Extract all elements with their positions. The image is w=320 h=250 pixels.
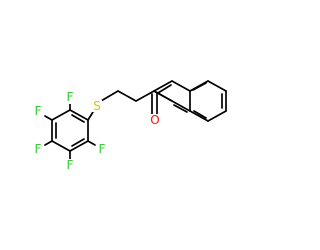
atom-label-oxygen: O [150, 113, 159, 127]
naphthalene-ring [153, 80, 227, 122]
bond [44, 140, 53, 146]
bond [171, 100, 191, 112]
bond [135, 90, 155, 102]
atom-labels: F F F F F S O [33, 90, 161, 172]
atom-label-fluorine: F [67, 90, 74, 104]
bond [192, 82, 207, 91]
bond [171, 80, 191, 92]
bond [87, 140, 96, 146]
bond [69, 140, 89, 152]
atom-label-fluorine: F [35, 104, 42, 118]
bond [69, 109, 89, 121]
fluorine-bonds [44, 100, 96, 161]
bond [207, 110, 227, 122]
atom-s: S [92, 99, 102, 113]
bond [71, 114, 85, 123]
bond [87, 111, 94, 121]
bond [51, 140, 71, 152]
bond [173, 104, 188, 113]
bond [71, 138, 85, 147]
atom-label-fluorine: F [35, 142, 42, 156]
atom-f-lower-left: F [33, 142, 43, 156]
atom-label-sulfur: S [93, 99, 101, 113]
atom-label-fluorine: F [99, 142, 106, 156]
bond [189, 110, 209, 122]
bond [153, 90, 173, 102]
atom-o: O [149, 113, 161, 127]
thioether-chain [87, 90, 155, 121]
bond [207, 80, 227, 92]
bond [117, 90, 137, 102]
bond [51, 109, 71, 121]
carbonyl-group [151, 93, 158, 115]
atom-f-lower-right: F [97, 142, 107, 156]
atom-label-fluorine: F [67, 158, 74, 172]
bond [193, 110, 207, 119]
bond [44, 115, 53, 121]
bond [100, 90, 119, 102]
bond [157, 84, 172, 94]
atom-f-top: F [65, 90, 75, 104]
atom-f-bottom: F [65, 158, 75, 172]
bond [153, 80, 173, 92]
molecule-structure: F F F F F S O [33, 80, 227, 172]
structure-canvas: F F F F F S O [33, 80, 227, 172]
pentafluorophenyl-ring [51, 109, 89, 152]
atom-f-upper-left: F [33, 104, 43, 118]
